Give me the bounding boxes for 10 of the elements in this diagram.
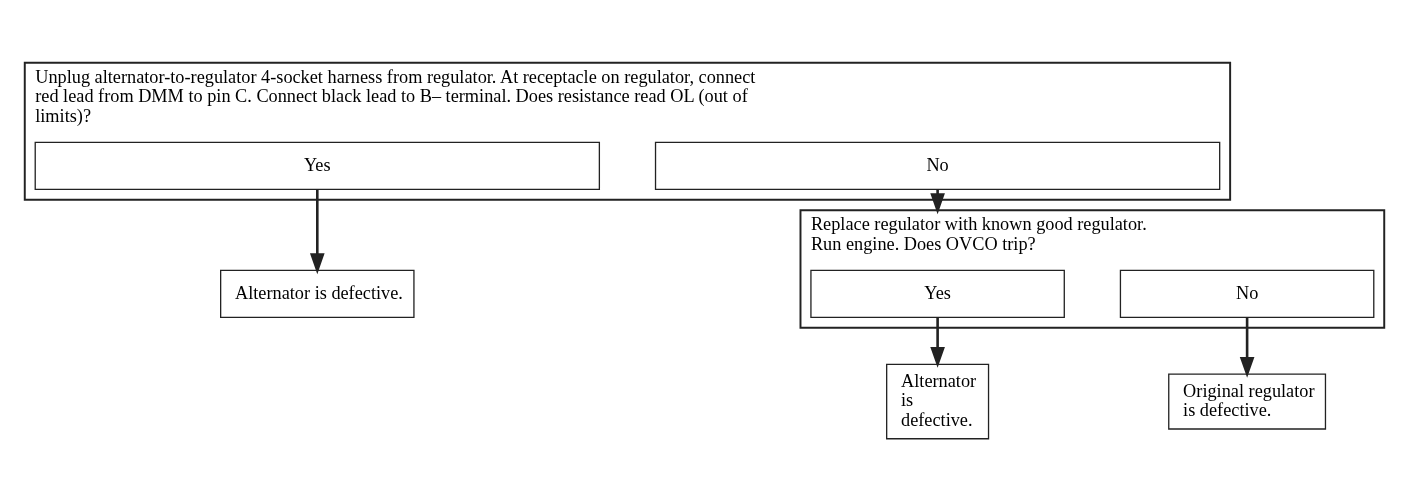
- node-box: Alternator is defective.: [220, 269, 415, 318]
- arrow: [1239, 316, 1255, 378]
- node-box: Alternator is defective.: [886, 363, 990, 439]
- node-box: No: [1119, 269, 1375, 318]
- arrow: [930, 316, 945, 368]
- node-box: No: [654, 141, 1221, 190]
- node-box: Yes: [34, 141, 601, 190]
- node-box: Yes: [810, 269, 1065, 318]
- node-box: Original regulator is defective.: [1168, 372, 1327, 430]
- arrow: [309, 189, 325, 274]
